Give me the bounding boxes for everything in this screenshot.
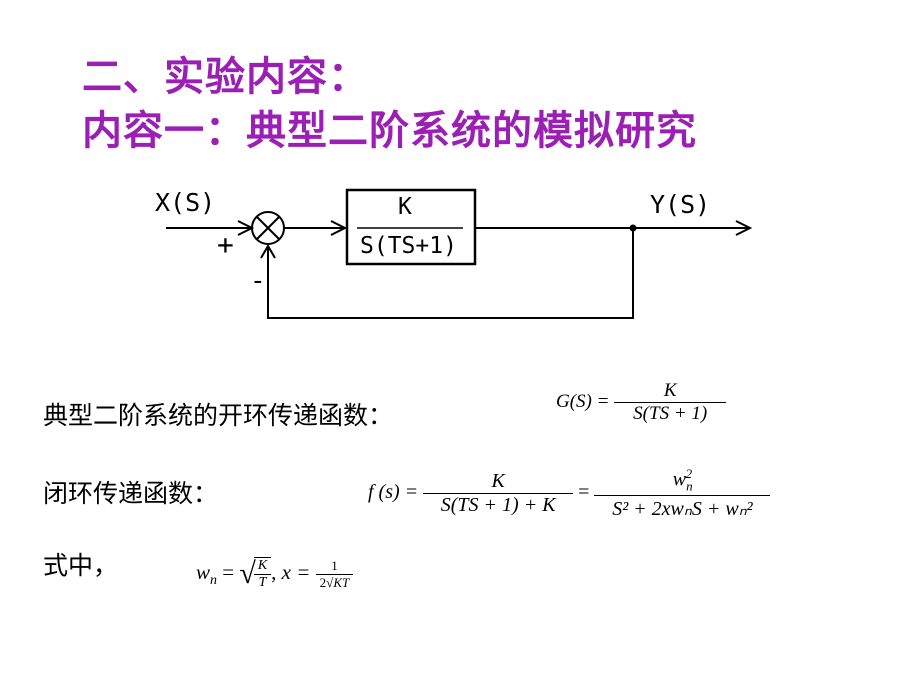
closed-loop-denominator-2: S² + 2xwₙS + wₙ² — [594, 494, 771, 521]
block-denominator: S(TS+1) — [360, 233, 457, 259]
section-heading: 二、实验内容： — [82, 54, 369, 100]
wn-equals: = — [222, 559, 235, 584]
closed-loop-numerator-2: wn2 — [672, 466, 693, 494]
open-loop-label: 典型二阶系统的开环传递函数： — [43, 401, 394, 430]
x-fraction: 1 2√KT — [315, 557, 354, 591]
open-loop-denominator: S(TS + 1) — [614, 402, 727, 425]
output-arrowhead — [735, 220, 753, 236]
subsection-heading: 内容一：典型二阶系统的模拟研究 — [82, 108, 697, 154]
where-label: 式中， — [43, 551, 119, 580]
closed-loop-label: 闭环传递函数： — [43, 479, 219, 508]
closed-loop-numerator-1: K — [491, 469, 505, 492]
summing-cross-2 — [256, 216, 280, 240]
takeoff-point — [629, 224, 637, 232]
x-lhs: x = — [281, 559, 311, 584]
closed-loop-lhs: f (s) = — [368, 480, 419, 503]
closed-loop-fraction-2: wn2 S² + 2xwₙS + wₙ² — [594, 466, 771, 521]
sqrt-sign-icon: √ — [239, 557, 256, 590]
x-numerator: 1 — [331, 557, 338, 573]
error-arrowhead — [330, 220, 348, 236]
open-loop-numerator: K — [663, 380, 677, 401]
wn-symbol: wn — [196, 559, 218, 588]
block-numerator: K — [398, 194, 412, 220]
output-label: Y(S) — [650, 190, 711, 219]
open-loop-fraction: K S(TS + 1) — [614, 380, 727, 425]
closed-loop-fraction-1: K S(TS + 1) + K — [423, 469, 574, 517]
plus-sign: + — [217, 228, 234, 261]
open-loop-formula: G(S) = K S(TS + 1) — [556, 380, 727, 425]
open-loop-lhs: G(S) = — [556, 390, 610, 412]
sqrt-numerator: K — [257, 558, 268, 573]
sqrt-sign-small-icon: √ — [326, 574, 334, 590]
sqrt-fraction: K T — [253, 557, 272, 591]
formula-separator: , — [271, 559, 277, 584]
closed-loop-denominator-1: S(TS + 1) + K — [423, 492, 574, 517]
minus-sign: - — [250, 266, 266, 296]
feedback-arrowhead — [260, 244, 276, 259]
feedback-path — [267, 228, 634, 319]
x-denominator: 2√KT — [315, 573, 354, 591]
where-formula: wn = √ K T , x = 1 2√KT — [196, 557, 354, 591]
input-label: X(S) — [155, 188, 216, 217]
sqrt-denominator: T — [253, 574, 272, 591]
closed-loop-formula: f (s) = K S(TS + 1) + K = wn2 S² + 2xwₙS… — [368, 466, 771, 521]
closed-loop-equals: = — [578, 480, 590, 503]
